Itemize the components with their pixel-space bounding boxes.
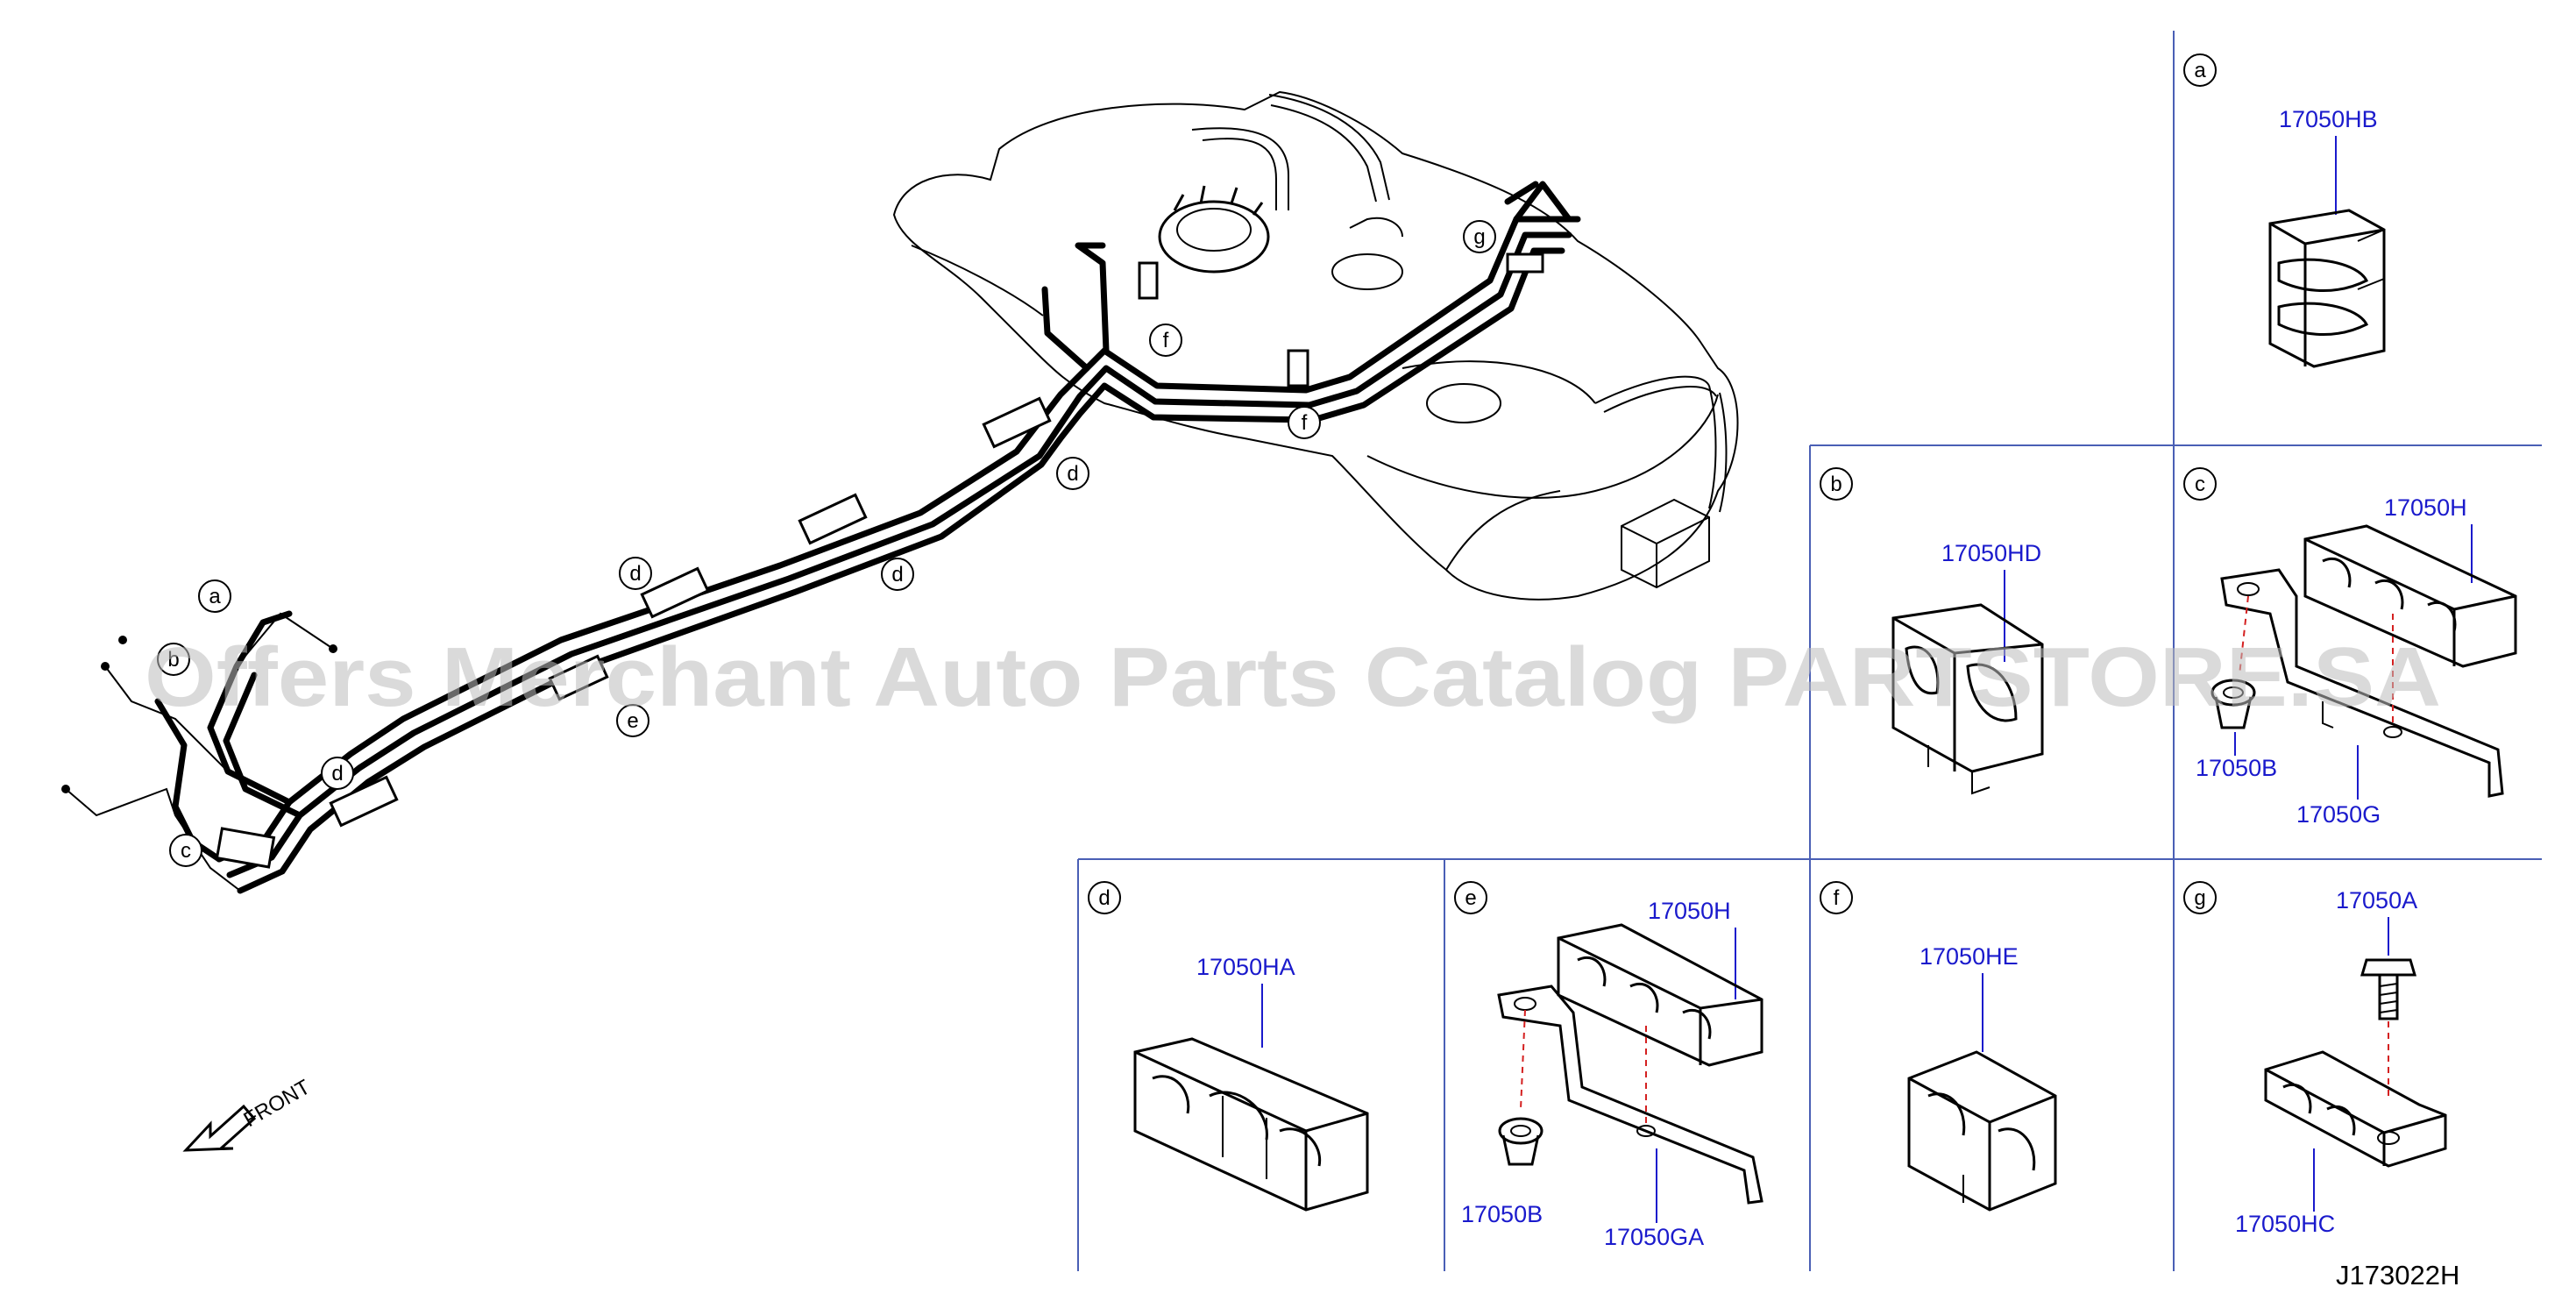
clip-17050HA-drawing (1133, 1037, 1369, 1212)
panel-a-letter: a (2194, 59, 2206, 82)
callout-d: d (321, 757, 354, 790)
clip-17050HB-drawing (2268, 209, 2386, 368)
callout-d: d (881, 558, 914, 591)
part-17050B-e: 17050B (1461, 1201, 1543, 1227)
part-17050H-e: 17050H (1648, 898, 1731, 924)
callout-d: d (619, 557, 652, 590)
watermark-text: Offers Merchant Auto Parts Catalog PARTS… (145, 630, 2441, 724)
part-17050H-c: 17050H (2384, 494, 2467, 521)
clip-17050HD-drawing (1891, 603, 2044, 795)
grommet-17050B-c-drawing (2211, 679, 2256, 729)
callout-b: b (157, 643, 190, 676)
svg-text:a: a (209, 585, 221, 608)
callout-g: g (1463, 220, 1496, 253)
bolt-17050A-drawing (2360, 958, 2417, 1020)
svg-text:g: g (1473, 225, 1485, 249)
svg-text:e: e (627, 709, 638, 733)
diagram-code: J173022H (2336, 1260, 2459, 1290)
grommet-17050B-e-drawing (1498, 1117, 1543, 1166)
part-17050A: 17050A (2336, 887, 2417, 914)
callout-c: c (169, 834, 202, 867)
clip-17050H-e-drawing (1557, 923, 1763, 1067)
front-label: FRONT (240, 1075, 315, 1132)
panel-f: f 17050HE (1820, 881, 2057, 1212)
overview-callouts: a b c d d d d d e f f g (157, 220, 1496, 867)
svg-text:d: d (1067, 462, 1078, 486)
callout-a: a (198, 579, 231, 613)
svg-text:c: c (181, 839, 191, 863)
panel-a: a 17050HB (2183, 53, 2386, 368)
panel-grid (1077, 31, 2542, 1271)
svg-text:f: f (1163, 329, 1169, 352)
bracket-17050G-drawing (2220, 568, 2504, 798)
panel-g: g 17050A 17050HC (2183, 881, 2447, 1237)
panel-c: c 17050H 17050B 17050G (2183, 467, 2517, 828)
panel-d-letter: d (1098, 886, 1110, 910)
panel-c-letter: c (2195, 473, 2205, 496)
front-direction-indicator: FRONT (182, 1075, 315, 1152)
front-arrow-icon (182, 1104, 257, 1152)
panel-g-letter: g (2194, 886, 2205, 910)
svg-text:d: d (629, 562, 641, 586)
panel-f-letter: f (1834, 886, 1840, 910)
callout-f: f (1149, 323, 1182, 357)
part-17050HE: 17050HE (1920, 943, 2019, 970)
callout-d: d (1056, 457, 1089, 490)
part-17050GA: 17050GA (1604, 1224, 1704, 1250)
bracket-17050GA-drawing (1497, 985, 1763, 1205)
callout-f: f (1288, 406, 1321, 439)
panel-d: d 17050HA (1088, 881, 1369, 1212)
clip-17050HC-drawing (2264, 1050, 2447, 1168)
callout-e: e (616, 704, 649, 737)
panel-b: b 17050HD (1820, 467, 2044, 795)
part-17050HD: 17050HD (1941, 540, 2041, 566)
svg-text:f: f (1302, 411, 1308, 435)
svg-text:b: b (167, 648, 179, 672)
fuel-tank (892, 90, 1739, 601)
part-17050HC: 17050HC (2235, 1211, 2335, 1237)
panel-e-letter: e (1465, 886, 1476, 910)
part-17050B-c: 17050B (2196, 755, 2277, 781)
panel-b-letter: b (1830, 473, 1842, 496)
svg-text:d: d (891, 563, 903, 587)
svg-text:d: d (331, 762, 343, 786)
part-17050HA: 17050HA (1196, 954, 1295, 980)
part-17050G: 17050G (2296, 801, 2381, 828)
panel-e: e 17050H 17050B 17050GA (1454, 881, 1763, 1250)
clip-17050H-c-drawing (2303, 524, 2517, 668)
clip-17050HE-drawing (1907, 1050, 2057, 1212)
line-clips (215, 252, 1544, 869)
part-17050HB: 17050HB (2279, 106, 2378, 132)
